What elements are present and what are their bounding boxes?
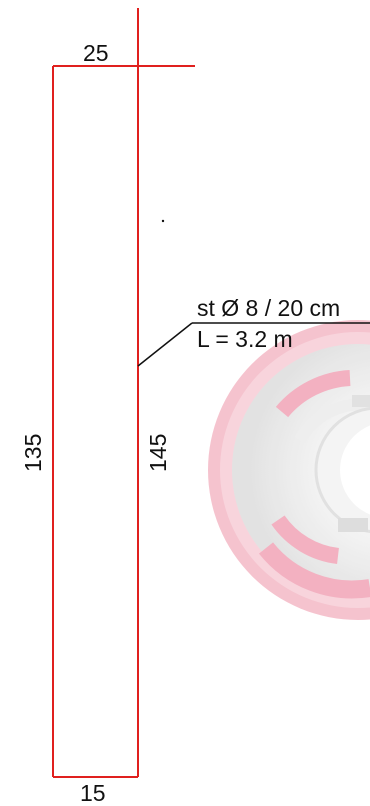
callout-spec-label: st Ø 8 / 20 cm [197, 295, 340, 321]
watermark-logo-icon [208, 320, 370, 620]
dim-top-label: 25 [83, 40, 109, 66]
dim-bottom-label: 15 [80, 780, 106, 806]
stray-dot [161, 219, 165, 223]
callout-length-label: L = 3.2 m [197, 326, 293, 352]
callout-leader [137, 322, 370, 367]
dim-left-label: 135 [20, 434, 46, 472]
dim-right-label: 145 [145, 434, 171, 472]
rebar-shape [52, 8, 195, 778]
